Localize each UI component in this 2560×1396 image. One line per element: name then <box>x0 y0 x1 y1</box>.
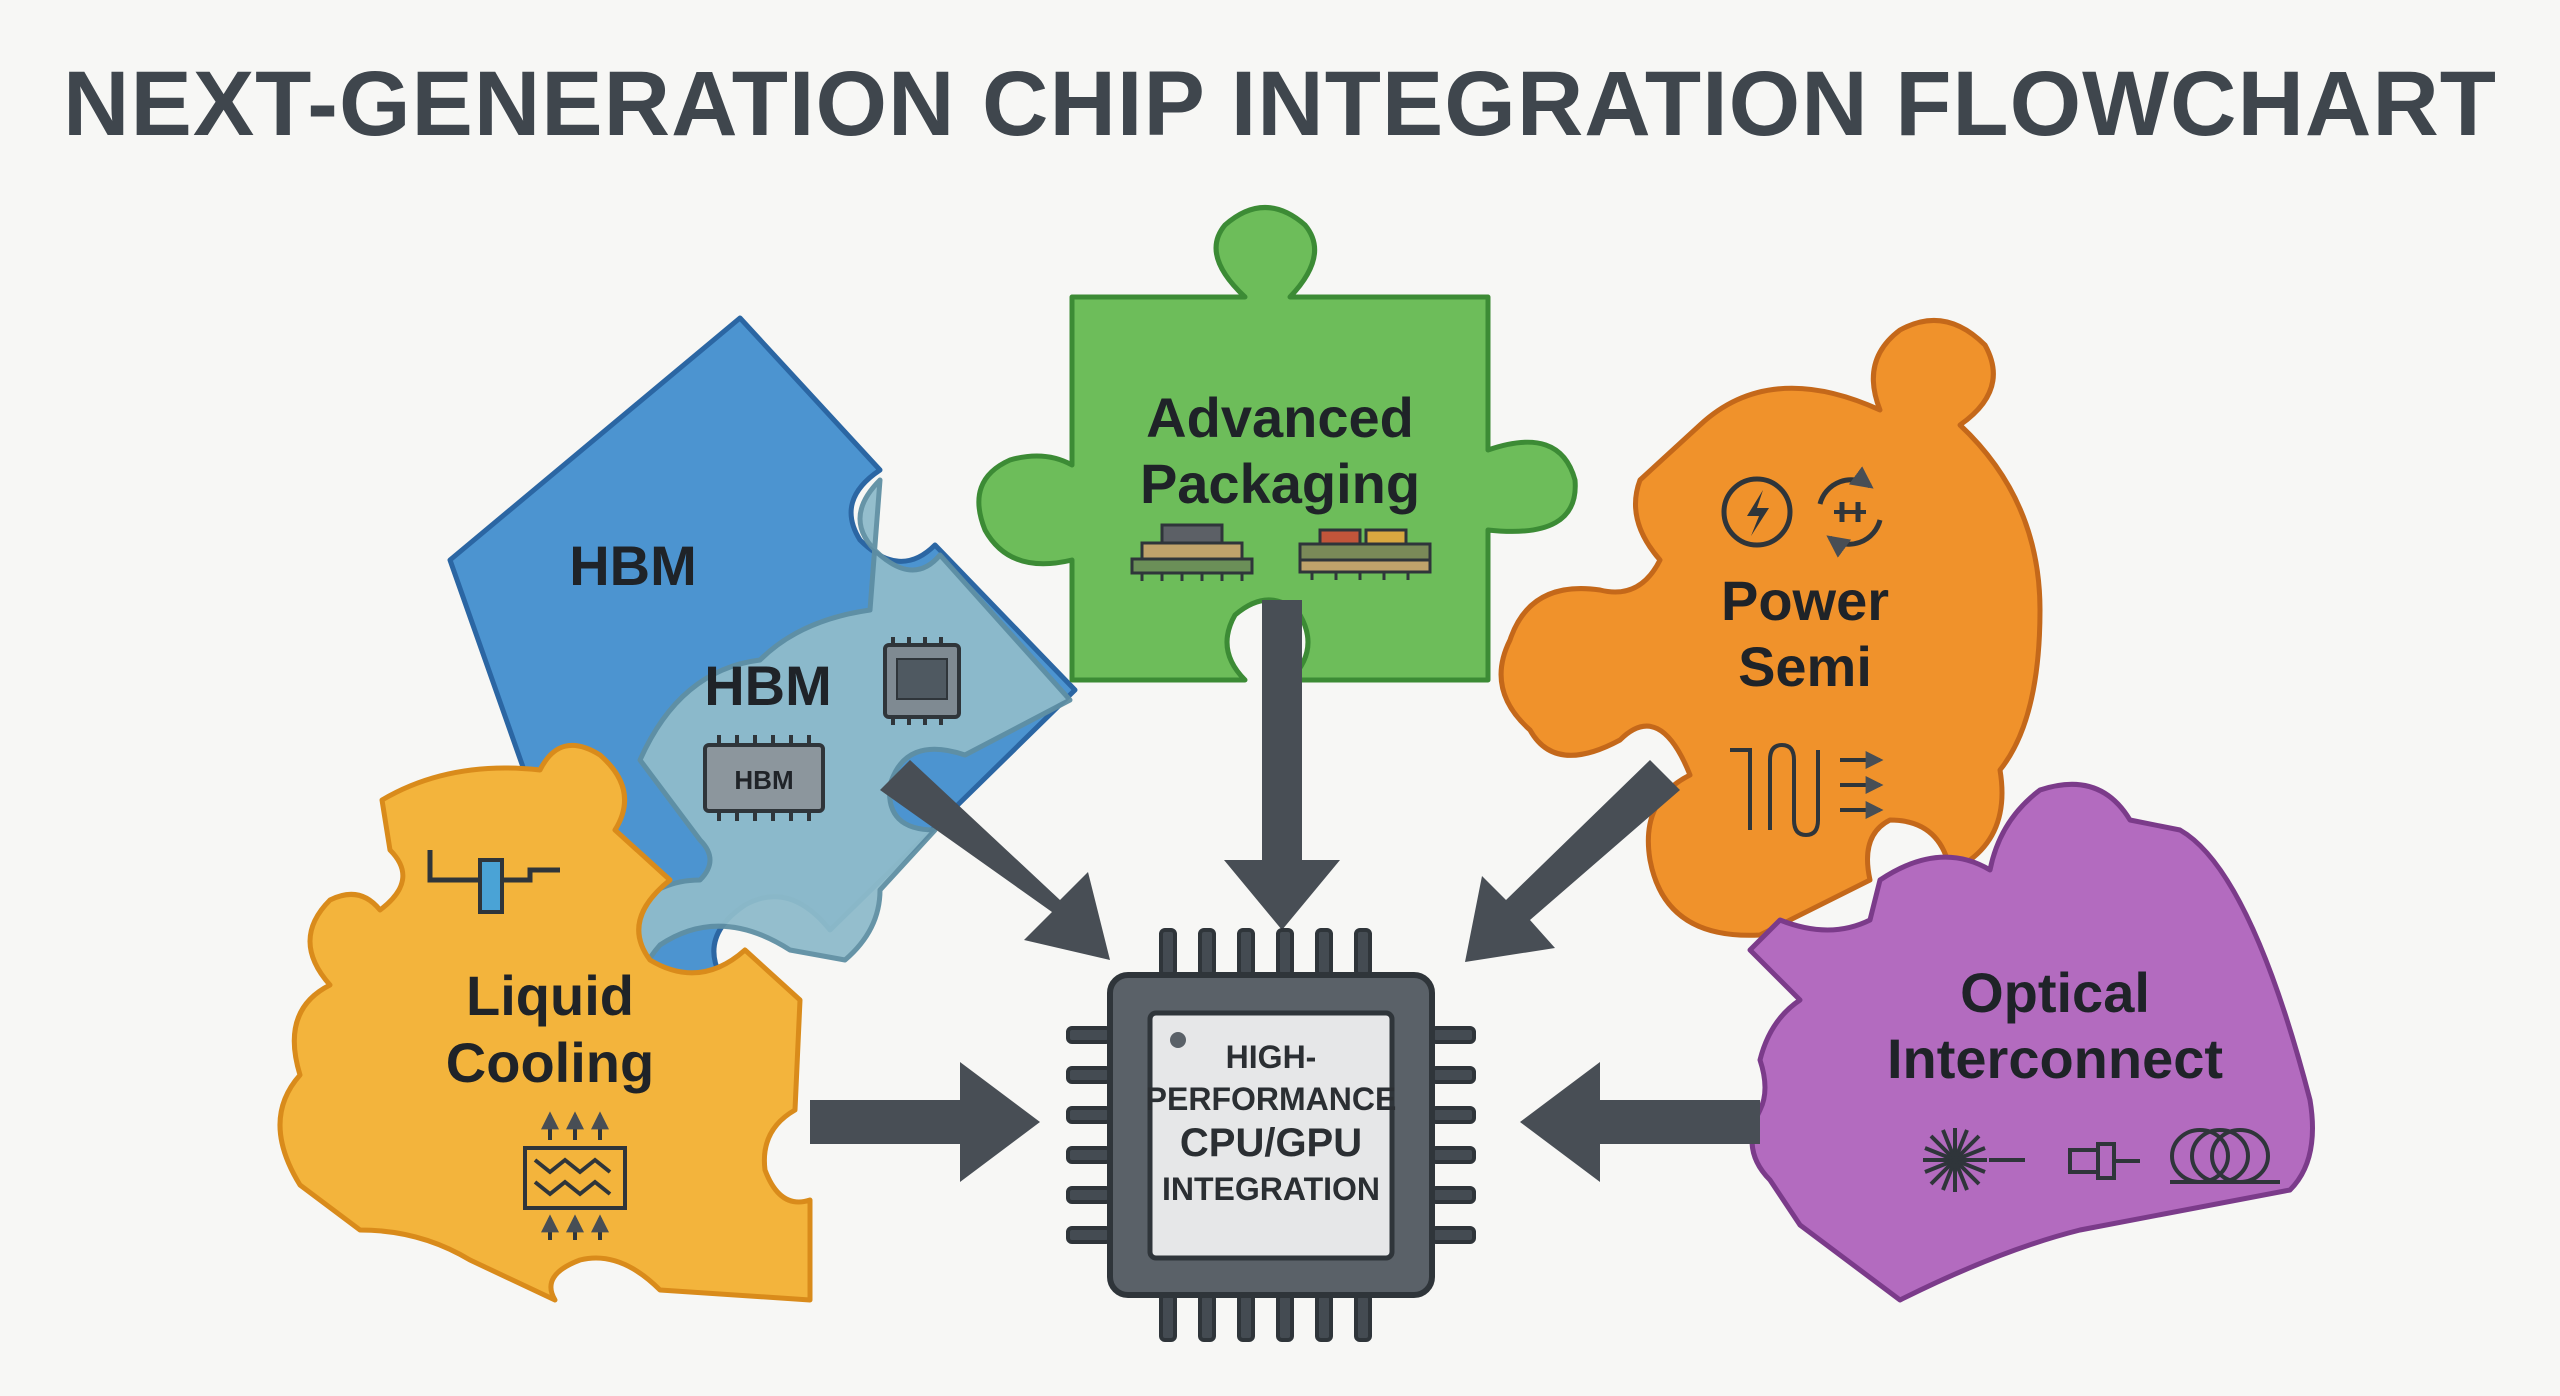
chip-pin <box>1066 1026 1112 1044</box>
fiber-connector-icon <box>2068 1142 2140 1180</box>
chip-pin <box>1430 1106 1476 1124</box>
chip-pin <box>1237 928 1255 977</box>
arrow-from-advanced-packaging <box>1224 600 1340 930</box>
diagram-title: NEXT-GENERATION CHIP INTEGRATION FLOWCHA… <box>63 53 2497 155</box>
chip-pin <box>1276 1293 1294 1342</box>
optical-interconnect-label-line2: Interconnect <box>1887 1027 2223 1090</box>
power-semi-label-line2: Semi <box>1738 635 1872 698</box>
chip-pin <box>1276 928 1294 977</box>
arrow-from-optical-interconnect <box>1520 1062 1760 1182</box>
chip-pin <box>1315 928 1333 977</box>
heat-exchanger-icon <box>523 1111 627 1240</box>
chip-pin <box>1066 1066 1112 1084</box>
chip-pin <box>1430 1186 1476 1204</box>
liquid-cooling-piece <box>277 742 813 1303</box>
chip-pin <box>1066 1146 1112 1164</box>
chip-pin <box>1066 1186 1112 1204</box>
chip-label-line4: INTEGRATION <box>1162 1171 1380 1207</box>
chip-pin <box>1430 1066 1476 1084</box>
hbm-stack-piece <box>617 477 1073 1063</box>
chip-pin <box>1430 1226 1476 1244</box>
chip-pin <box>1159 928 1177 977</box>
chip-label-line3: CPU/GPU <box>1180 1121 1362 1165</box>
flow-arrows <box>810 600 1760 1182</box>
hbm-chip-icon: HBM <box>703 735 825 821</box>
memory-chip-icon <box>883 637 961 725</box>
cpu-gpu-chip: HIGH- PERFORMANCE CPU/GPU INTEGRATION <box>1066 928 1476 1342</box>
arrow-from-liquid-cooling <box>810 1062 1040 1182</box>
laser-icon <box>1923 1128 2025 1192</box>
power-semi-piece <box>1498 317 2043 938</box>
advanced-packaging-label-line1: Advanced <box>1146 386 1414 449</box>
advanced-packaging-label-line2: Packaging <box>1140 452 1420 515</box>
arrow-from-hbm <box>880 760 1110 960</box>
chip-pin <box>1354 1293 1372 1342</box>
chip-pin <box>1315 1293 1333 1342</box>
chip-pin <box>1198 928 1216 977</box>
package-substrate-icon <box>1298 528 1432 580</box>
chip-pin <box>1159 1293 1177 1342</box>
chip-pin <box>1430 1146 1476 1164</box>
fiber-coil-icon <box>2170 1128 2280 1184</box>
hbm-main-label: HBM <box>569 534 697 597</box>
liquid-cooling-label-line2: Cooling <box>446 1031 654 1094</box>
arrow-from-power-semi <box>1465 760 1680 962</box>
optical-interconnect-label-line1: Optical <box>1960 961 2150 1024</box>
chip-pin <box>1198 1293 1216 1342</box>
package-substrate-icon <box>1130 523 1254 581</box>
chip-pin <box>1066 1106 1112 1124</box>
hbm-chip-label: HBM <box>734 765 793 795</box>
chip-label-line1: HIGH- <box>1226 1039 1317 1075</box>
power-semi-label-line1: Power <box>1721 569 1889 632</box>
chip-pin <box>1066 1226 1112 1244</box>
liquid-cooling-label-line1: Liquid <box>466 964 634 1027</box>
heat-flow-icon <box>1730 742 1884 838</box>
optical-interconnect-piece <box>1747 781 2315 1303</box>
chip-pin <box>1354 928 1372 977</box>
pipe-icon <box>427 850 560 914</box>
chip-pin <box>1430 1026 1476 1044</box>
chip-pin <box>1237 1293 1255 1342</box>
chip-label-line2: PERFORMANCE <box>1146 1081 1397 1117</box>
hbm-stack-label: HBM <box>704 654 832 717</box>
lightning-icon <box>1721 476 1793 548</box>
power-conversion-icon <box>1817 466 1883 558</box>
